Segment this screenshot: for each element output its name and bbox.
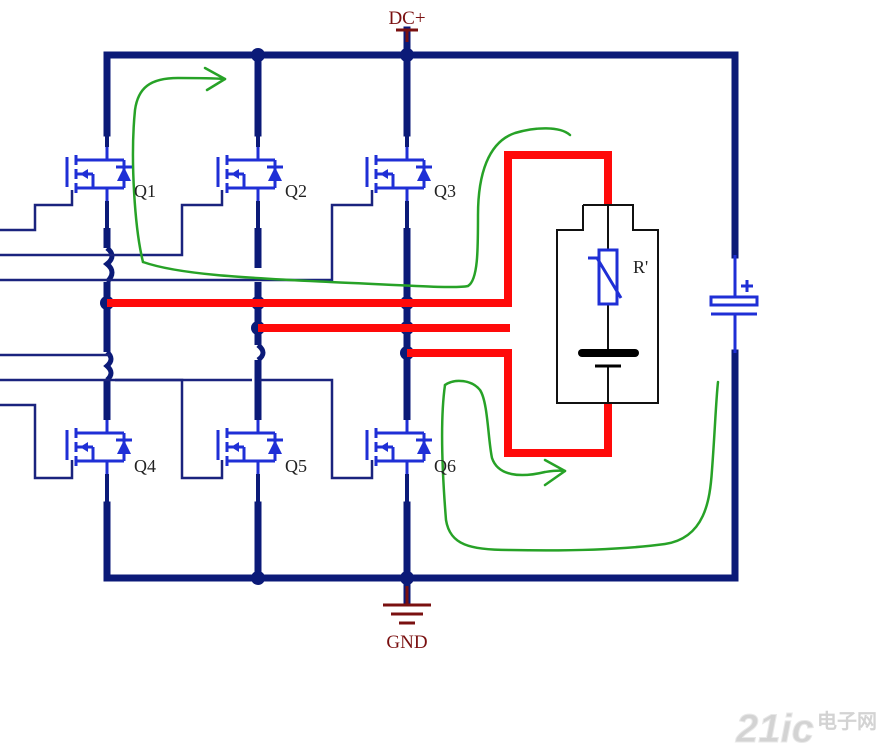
thermistor-icon: [588, 248, 623, 306]
watermark: 21ic 电子网: [735, 707, 878, 751]
label-q4: Q4: [134, 456, 156, 476]
dc-plus-terminal-icon: [396, 28, 418, 42]
dc-bus: [103, 26, 739, 606]
load-box: [556, 204, 659, 404]
current-path: [107, 151, 612, 457]
capacitor-icon: [709, 255, 759, 353]
gate-signal-lines: [0, 190, 374, 480]
label-q1: Q1: [134, 181, 156, 201]
mosfet-q3-icon: [365, 145, 434, 203]
label-q5: Q5: [285, 456, 307, 476]
mosfet-q6-icon: [365, 418, 434, 476]
label-q6: Q6: [434, 456, 456, 476]
ground-icon: [383, 586, 431, 625]
watermark-main: 21ic: [735, 707, 814, 751]
label-q3: Q3: [434, 181, 456, 201]
mosfet-q5-icon: [216, 418, 285, 476]
current-flow-arrows: [131, 66, 720, 552]
label-r-prime: R': [633, 257, 648, 277]
mosfet-leads: [105, 133, 409, 505]
label-dc-plus: DC+: [388, 8, 425, 29]
watermark-cn: 电子网: [817, 710, 877, 733]
battery-icon: [578, 349, 639, 368]
label-gnd: GND: [386, 632, 427, 653]
mosfet-q1-icon: [65, 145, 134, 203]
mosfet-q4-icon: [65, 418, 134, 476]
label-q2: Q2: [285, 181, 307, 201]
mosfet-q2-icon: [216, 145, 285, 203]
